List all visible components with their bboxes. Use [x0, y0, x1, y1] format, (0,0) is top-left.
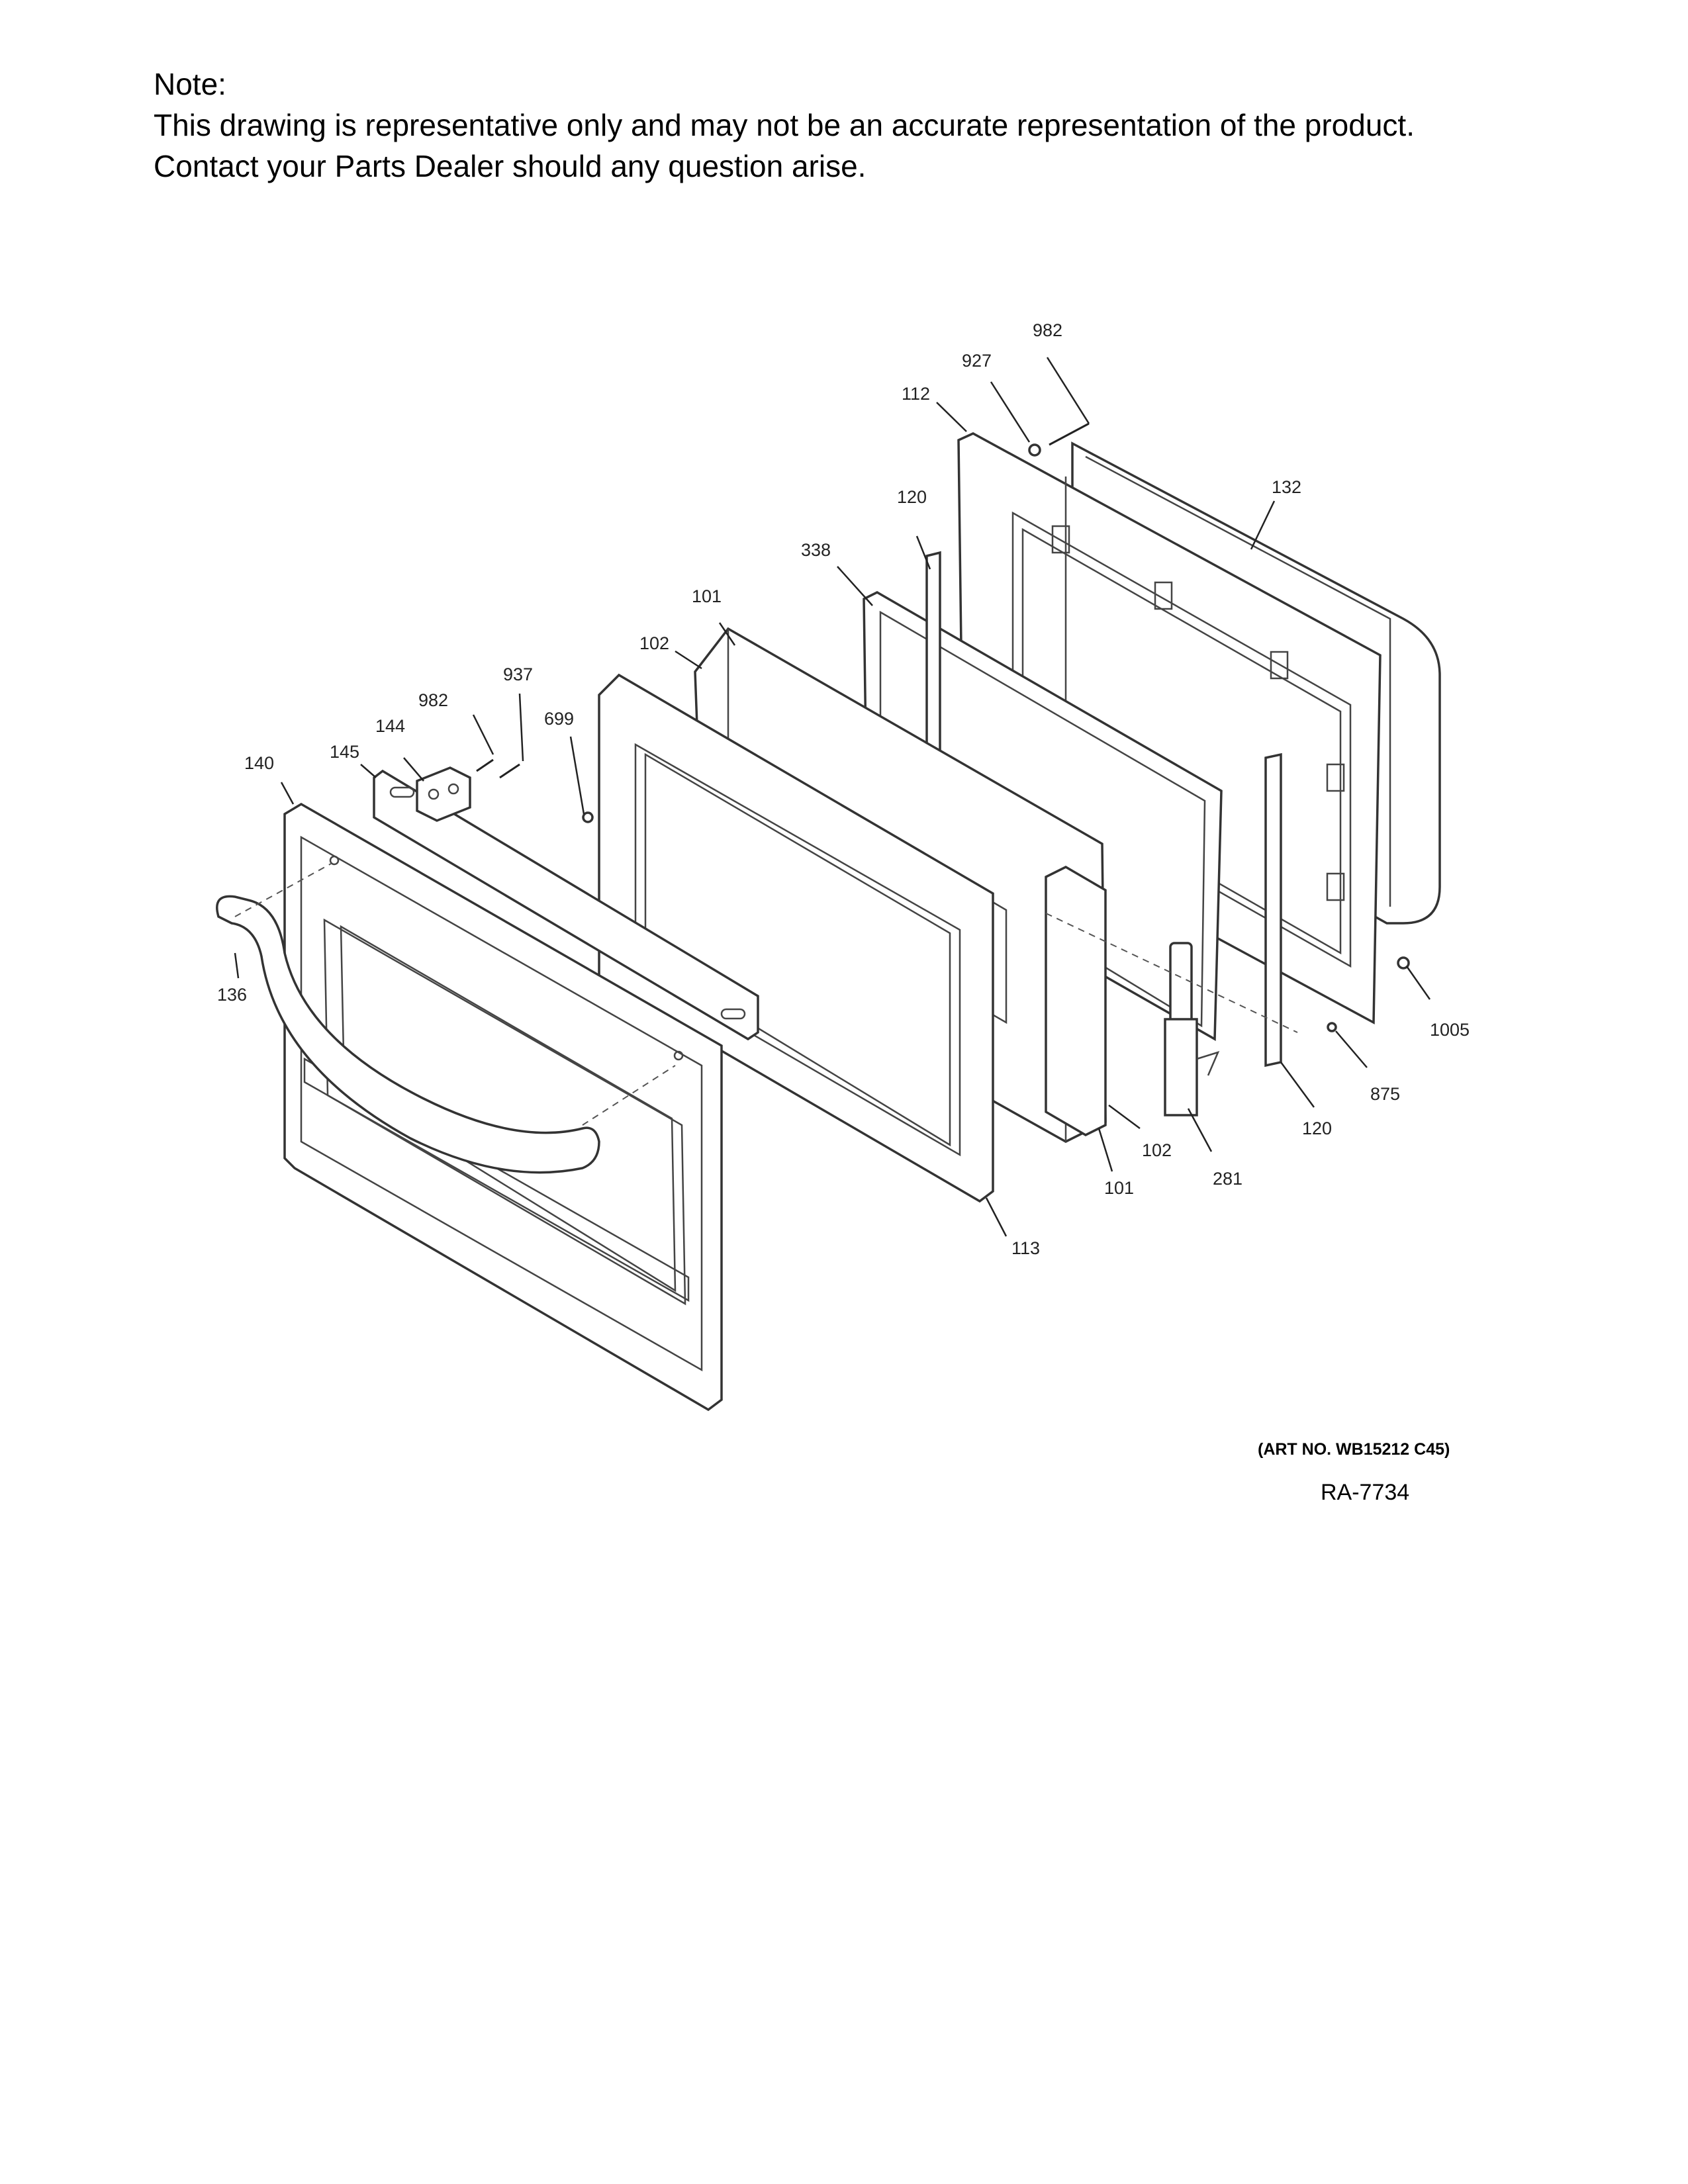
part-113-glass-frame	[598, 673, 994, 1203]
callout-937: 937	[503, 664, 533, 684]
callout-338: 338	[801, 540, 831, 560]
callout-144: 144	[375, 716, 405, 736]
callout-1005: 1005	[1430, 1020, 1470, 1040]
fasteners	[476, 422, 1410, 1032]
callout-140: 140	[244, 753, 274, 773]
callout-145: 145	[330, 742, 359, 762]
callout-699: 699	[544, 709, 574, 729]
ra-number: RA-7734	[1321, 1480, 1410, 1505]
callout-102-top: 102	[639, 633, 669, 653]
part-145-trim-strip	[373, 769, 759, 1041]
callout-112: 112	[902, 384, 930, 404]
callout-102-bottom: 102	[1142, 1140, 1172, 1160]
art-number: (ART NO. WB15212 C45)	[1258, 1440, 1450, 1459]
part-281-hinge	[1164, 942, 1220, 1116]
callout-982-left: 982	[418, 690, 448, 710]
callout-132: 132	[1272, 477, 1301, 497]
alignment-lines	[234, 863, 1298, 1126]
callout-120-top: 120	[897, 487, 927, 507]
callout-120-bottom: 120	[1302, 1118, 1332, 1138]
note-line-1: This drawing is representative only and …	[154, 108, 1415, 142]
callout-927: 927	[962, 351, 992, 371]
callout-875: 875	[1370, 1084, 1400, 1104]
callout-113: 113	[1011, 1238, 1040, 1258]
part-120-rail-bottom	[1264, 752, 1282, 1068]
part-102-spacer	[1045, 866, 1107, 1136]
callout-labels: 982 927 112 132 120 338 101 102 937 982 …	[217, 320, 1470, 1258]
part-144-handle-bracket	[416, 766, 471, 822]
part-136-door-handle	[216, 895, 600, 1174]
note-line-2: Contact your Parts Dealer should any que…	[154, 149, 867, 183]
callout-281: 281	[1213, 1169, 1243, 1189]
callout-101-bottom: 101	[1104, 1178, 1134, 1198]
callout-101-top: 101	[692, 586, 722, 606]
leader-lines	[234, 357, 1431, 1237]
note-heading: Note:	[154, 67, 226, 101]
disclaimer-note: Note: This drawing is representative onl…	[154, 64, 1610, 187]
callout-982-top: 982	[1033, 320, 1062, 340]
callout-136: 136	[217, 985, 247, 1005]
